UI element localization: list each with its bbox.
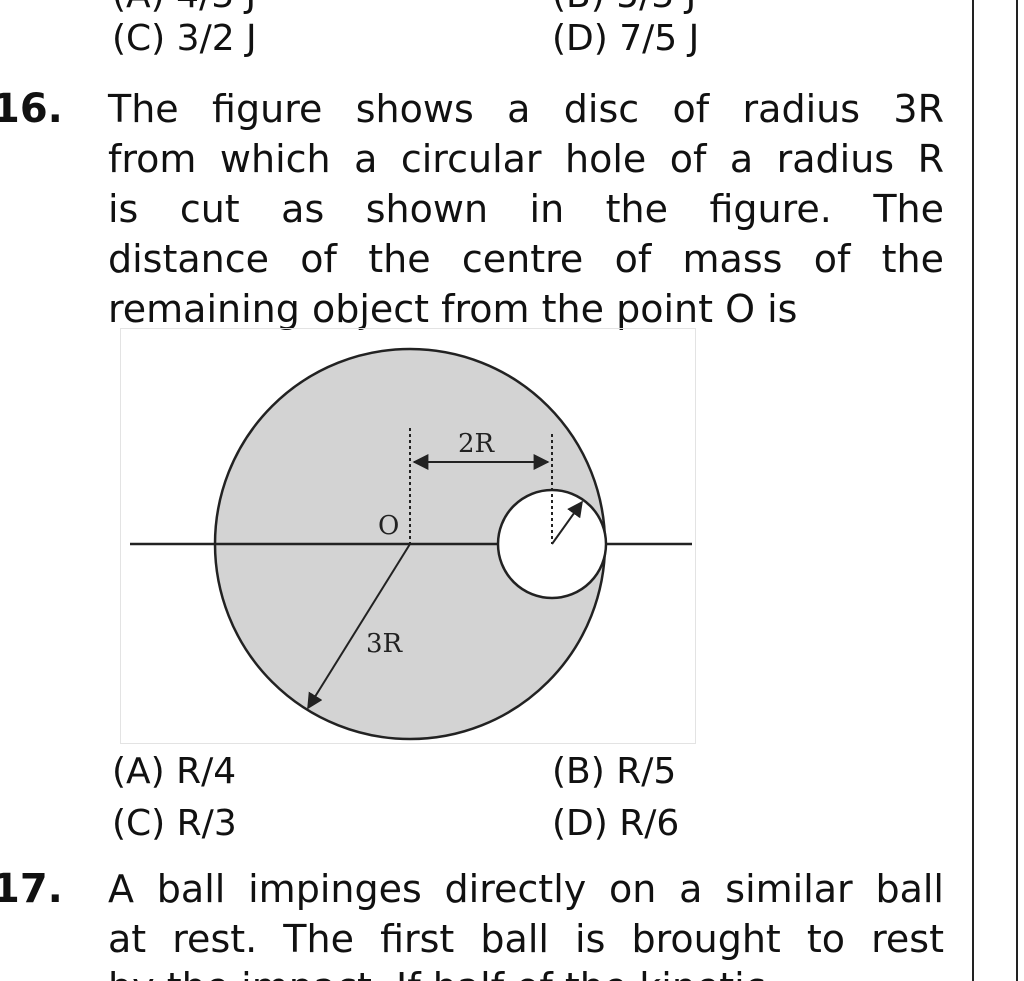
q17-line: at rest. The first ball is brought to re…	[108, 917, 944, 961]
figure-frame	[120, 328, 696, 744]
q16-number: 16.	[0, 86, 63, 132]
q16-line: from which a circular hole of a radius R	[108, 137, 944, 181]
q15-option-c: (C) 3/2 J	[112, 18, 257, 59]
q15-option-d: (D) 7/5 J	[552, 18, 700, 59]
q16-line: distance of the centre of mass of the	[108, 237, 944, 281]
label-o: O	[378, 511, 399, 541]
q17-line: A ball impinges directly on a similar ba…	[108, 867, 944, 911]
disc-radius-arrow	[307, 543, 411, 710]
q16-option-b: (B) R/5	[552, 751, 677, 792]
q17-number: 17.	[0, 866, 63, 912]
q16-option-a: (A) R/4	[112, 751, 237, 792]
q17-partial-line: by the impact. If half of the kinetic	[108, 962, 968, 981]
q16-line: The figure shows a disc of radius 3R	[108, 87, 944, 131]
hole-radius-arrow	[551, 500, 583, 545]
q16-line: remaining object from the point O is	[108, 287, 798, 331]
label-2r: 2R	[458, 429, 496, 459]
label-3r: 3R	[366, 629, 404, 659]
column-divider	[972, 0, 974, 981]
clipped-previous-options: (A) 4/3 J (B) 5/3 J	[0, 0, 970, 16]
q16-option-d: (D) R/6	[552, 803, 680, 844]
q17-text: A ball impinges directly on a similar ba…	[108, 864, 944, 964]
page-edge-line	[1016, 0, 1018, 981]
option-b-prev: (B) 5/3 J	[552, 0, 696, 16]
option-a-prev: (A) 4/3 J	[112, 0, 256, 16]
disc-with-hole-figure: 2R 3R O	[120, 328, 696, 744]
disc-diagram: 2R 3R O	[120, 328, 696, 744]
q16-text: The figure shows a disc of radius 3R fro…	[108, 84, 944, 334]
q16-line: is cut as shown in the figure. The	[108, 187, 944, 231]
q16-option-c: (C) R/3	[112, 803, 237, 844]
q17-clipped-line: by the impact. If half of the kinetic	[108, 962, 968, 981]
